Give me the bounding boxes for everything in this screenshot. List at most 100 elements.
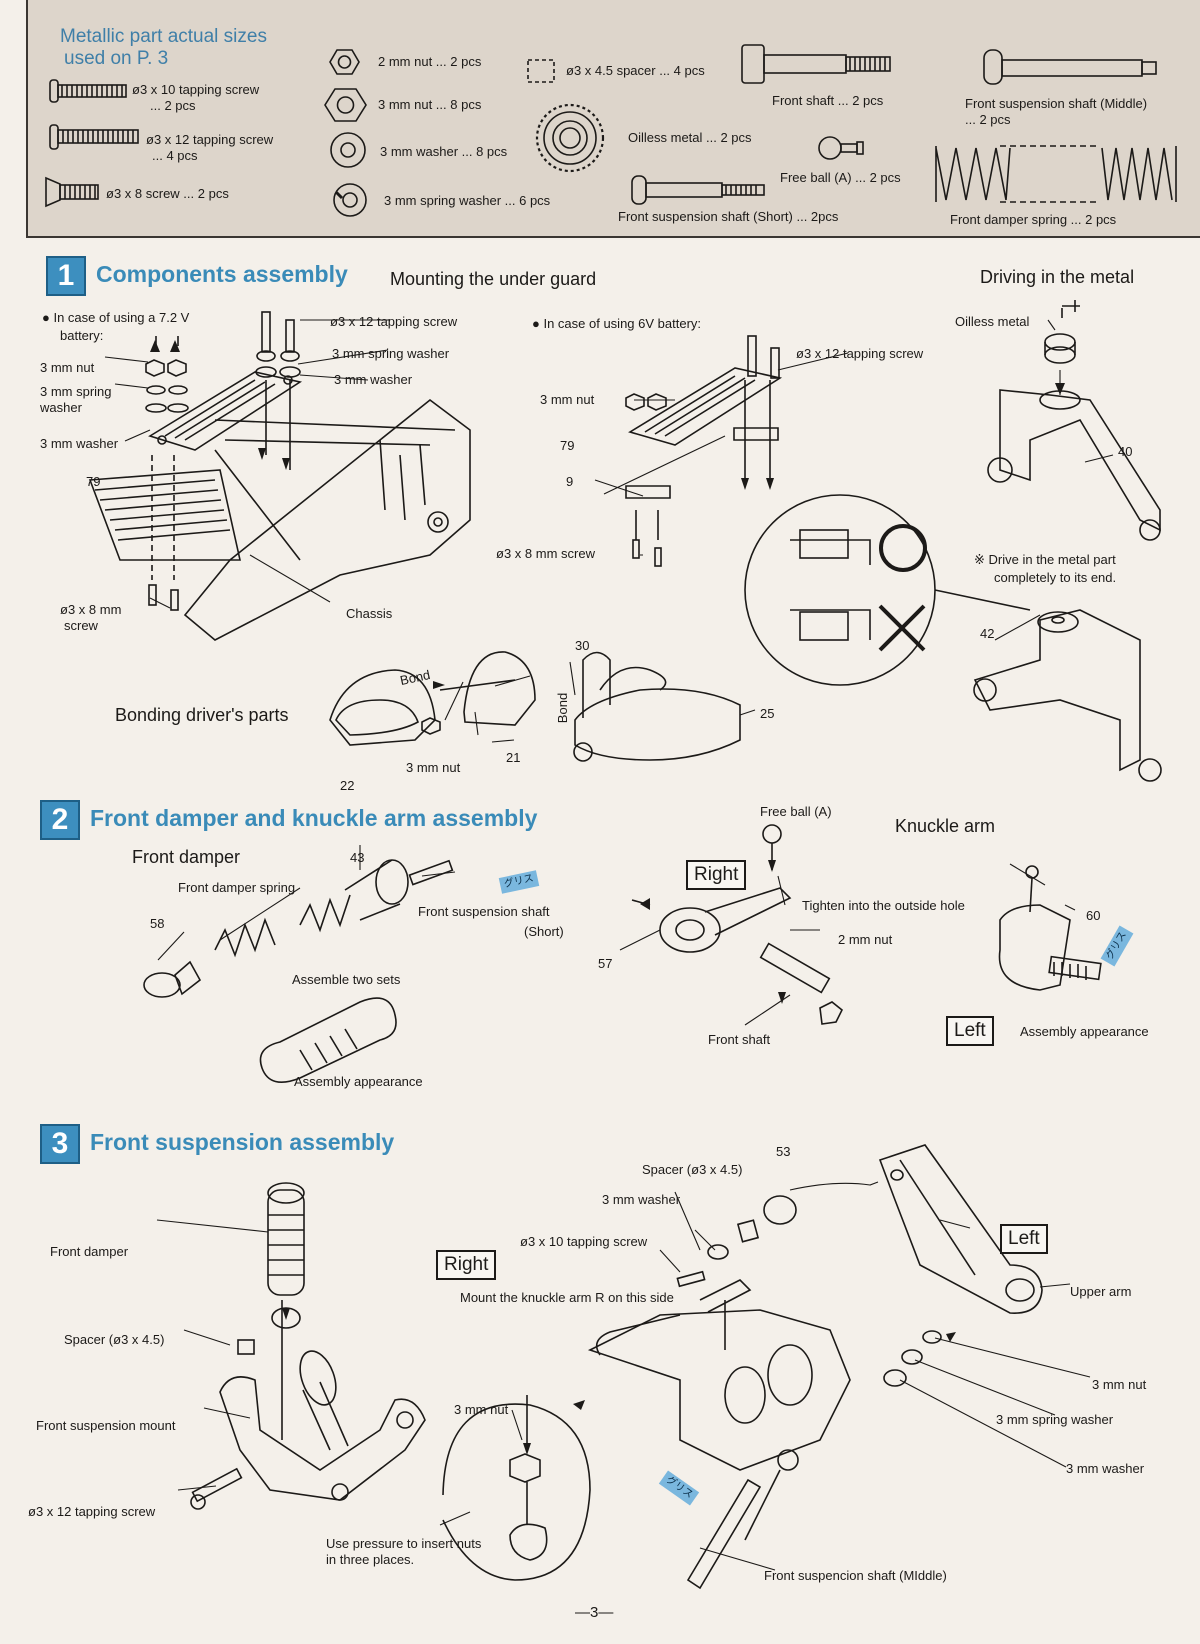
label-nut-bond: 3 mm nut xyxy=(406,760,461,775)
nut-insert-magnifier xyxy=(442,1395,591,1581)
label-screw12-s3: ø3 x 12 tapping screw xyxy=(28,1504,156,1519)
label-spring-a: 3 mm spring xyxy=(40,384,112,399)
part-number-57: 57 xyxy=(598,956,613,971)
label-susp-short: Front suspension shaft (Short) ... 2pcs xyxy=(618,209,839,224)
part-number-21: 21 xyxy=(506,750,521,765)
label-spring-b: washer xyxy=(40,400,82,415)
label-screw10: ø3 x 10 tapping screw xyxy=(520,1234,648,1249)
label-front-shaft: Front shaft ... 2 pcs xyxy=(772,93,884,108)
driver-body-drawing xyxy=(573,651,741,762)
label-upper-arm: Upper arm xyxy=(1070,1284,1132,1299)
label-screw-12: ø3 x 12 tapping screw xyxy=(146,132,274,147)
label-damper-spring-s2: Front damper spring xyxy=(178,880,296,895)
drive-note-text-a: Drive in the metal part xyxy=(988,552,1116,567)
driving-metal-title: Driving in the metal xyxy=(980,267,1135,287)
label-mount-knuckle: Mount the knuckle arm R on this side xyxy=(460,1290,674,1305)
label-free-ball: Free ball (A) ... 2 pcs xyxy=(780,170,901,185)
label-free-ball-s2: Free ball (A) xyxy=(760,804,832,819)
helmet-drawing xyxy=(329,651,536,746)
label-nut-a: 3 mm nut xyxy=(40,360,95,375)
knuckle-left-drawing xyxy=(998,865,1102,991)
spacer-left-icon xyxy=(237,1339,255,1355)
parts-header-title-2: used on P. 3 xyxy=(64,48,169,69)
label-spring-washer-right: 3 mm spring washer xyxy=(996,1412,1114,1427)
knuckle-40-drawing xyxy=(987,300,1161,541)
label-nut-2mm: 2 mm nut ... 2 pcs xyxy=(378,54,482,69)
part-number-22: 22 xyxy=(340,778,355,793)
label-screw12-left: ø3 x 12 tapping screw xyxy=(330,314,458,329)
label-nut-right: 3 mm nut xyxy=(540,392,595,407)
front-shaft-icon xyxy=(741,44,891,84)
spring-washer-icon xyxy=(333,183,367,217)
label-nut-insert: 3 mm nut xyxy=(454,1402,509,1417)
label-nut-2mm-s2: 2 mm nut xyxy=(838,932,893,947)
label-screw-12-qty: ... 4 pcs xyxy=(152,148,198,163)
parts-header-title-1: Metallic part actual sizes xyxy=(60,26,267,47)
label-nut-right-s3: 3 mm nut xyxy=(1092,1377,1147,1392)
label-front-damper-s3: Front damper xyxy=(50,1244,129,1259)
label-front-shaft-s2: Front shaft xyxy=(708,1032,771,1047)
label-bond-2: Bond xyxy=(555,692,571,724)
left-label-s3: Left xyxy=(1000,1224,1048,1254)
knuckle-right-drawing xyxy=(631,824,844,1025)
ng-mark-icon xyxy=(878,604,926,652)
tapping-screw-10-icon xyxy=(49,79,127,103)
label-oilless: Oilless metal ... 2 pcs xyxy=(628,130,752,145)
nut-2mm-icon xyxy=(329,49,360,75)
label-screw8-a: ø3 x 8 mm xyxy=(60,602,122,617)
part-number-79-right: 79 xyxy=(560,438,575,453)
label-appearance-right: Assembly appearance xyxy=(1020,1024,1149,1039)
bullet-72v: ● In case of using a 7.2 V xyxy=(42,310,190,325)
drive-note-a: ※ Drive in the metal part xyxy=(974,552,1116,567)
label-damper-spring: Front damper spring ... 2 pcs xyxy=(950,212,1117,227)
label-pressure-a: Use pressure to insert nuts xyxy=(326,1536,482,1551)
section-2-number: 2 xyxy=(40,800,80,840)
label-spring-washer-left: 3 mm spring washer xyxy=(332,346,450,361)
knuckle-42-drawing xyxy=(973,609,1162,782)
label-spring-washer: 3 mm spring washer ... 6 pcs xyxy=(384,193,551,208)
under-guard-plate-left xyxy=(148,371,303,451)
bond-nut-icon xyxy=(421,717,441,735)
bullet-72v-b: battery: xyxy=(60,328,104,343)
part-number-25: 25 xyxy=(760,706,775,721)
label-washer-right-s3: 3 mm washer xyxy=(1066,1461,1145,1476)
susp-shaft-middle-icon xyxy=(983,49,1157,85)
label-susp-short-b: (Short) xyxy=(524,924,564,939)
label-pressure-b: in three places. xyxy=(326,1552,415,1567)
tapping-screw-12-icon xyxy=(49,124,139,150)
section-3-number: 3 xyxy=(40,1124,80,1164)
nut-3mm-icon xyxy=(324,88,367,122)
suspension-assembly-right xyxy=(587,1279,851,1590)
label-screw-10-qty: ... 2 pcs xyxy=(150,98,196,113)
part-number-60: 60 xyxy=(1086,908,1101,923)
chassis-drawing xyxy=(88,398,471,641)
label-chassis: Chassis xyxy=(346,606,393,621)
label-spacer-left: Spacer (ø3 x 4.5) xyxy=(64,1332,165,1347)
part-number-30: 30 xyxy=(575,638,590,653)
drive-note-b: completely to its end. xyxy=(994,570,1117,585)
label-washer-top: 3 mm washer xyxy=(602,1192,681,1207)
label-screw-10: ø3 x 10 tapping screw xyxy=(132,82,260,97)
left-label-s2: Left xyxy=(946,1016,994,1046)
parts-header-panel xyxy=(26,0,1200,238)
bullet-72v-text: In case of using a 7.2 V xyxy=(53,310,190,325)
part-number-58: 58 xyxy=(150,916,165,931)
label-screw8-right: ø3 x 8 mm screw xyxy=(496,546,595,561)
section-2-title: Front damper and knuckle arm assembly xyxy=(90,805,538,831)
right-label-s3: Right xyxy=(436,1250,497,1280)
label-oilless-metal: Oilless metal xyxy=(955,314,1030,329)
damper-spring-icon xyxy=(935,145,1177,203)
label-tighten: Tighten into the outside hole xyxy=(802,898,965,913)
part-number-9: 9 xyxy=(566,474,574,489)
label-susp-middle-qty: ... 2 pcs xyxy=(965,112,1011,127)
section-3-title: Front suspension assembly xyxy=(90,1129,395,1155)
front-damper-title: Front damper xyxy=(132,847,241,867)
label-washer-left: 3 mm washer xyxy=(334,372,413,387)
label-spacer: ø3 x 4.5 spacer ... 4 pcs xyxy=(566,63,705,78)
label-appearance-left: Assembly appearance xyxy=(294,1074,423,1089)
page-number: —3— xyxy=(575,1604,614,1621)
part-number-40: 40 xyxy=(1118,444,1133,459)
free-ball-icon xyxy=(818,136,864,160)
part-number-53: 53 xyxy=(776,1144,791,1159)
